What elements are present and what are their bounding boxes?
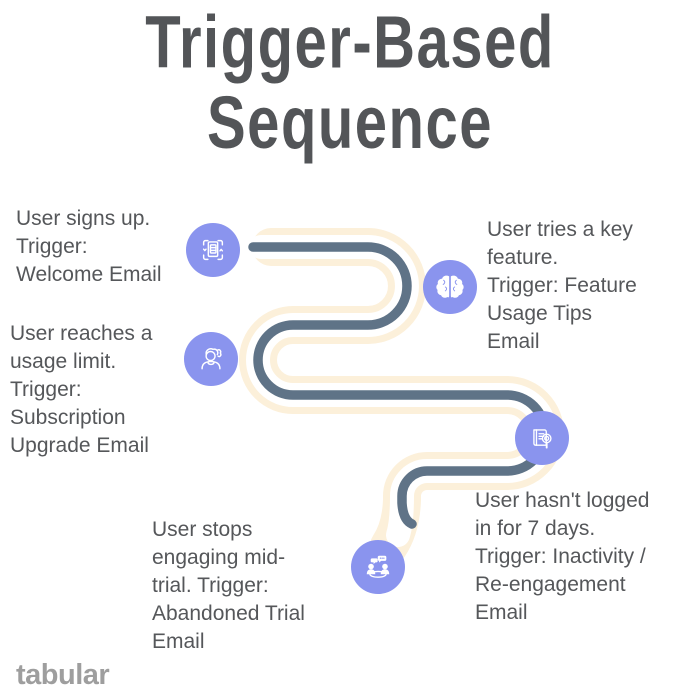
team-discussion-icon [366,555,390,578]
woman-avatar-icon [201,348,222,370]
step-label-usage-limit: User reaches a usage limit. Trigger: Sub… [10,322,153,457]
step-node-signup [186,223,240,277]
step-node-mid-trial [351,540,405,594]
page-title: Trigger-Based Sequence [145,0,555,165]
brand-logo: tabular [16,659,110,691]
step-node-usage-limit [184,332,238,386]
contract-document-icon [202,239,224,261]
step-node-key-feature [423,260,477,314]
flow-path-line [248,242,550,529]
step-label-signup: User signs up. Trigger: Welcome Email [16,207,162,286]
step-label-inactivity: User hasn't logged in for 7 days. Trigge… [475,489,650,624]
brain-icon [436,275,464,298]
step-node-inactivity [515,411,569,465]
step-label-key-feature: User tries a key feature. Trigger: Featu… [487,218,637,353]
book-search-icon [533,429,552,449]
step-label-mid-trial: User stops engaging mid- trial. Trigger:… [152,518,305,653]
